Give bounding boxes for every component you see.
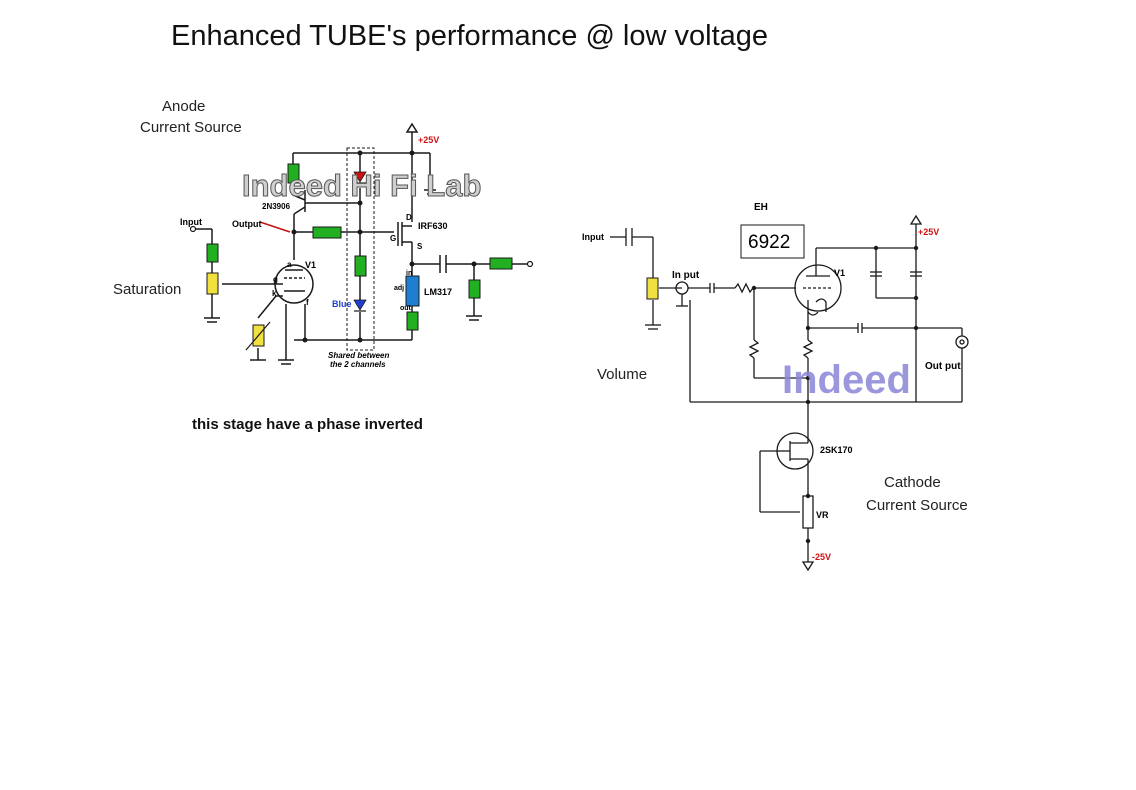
watermark-left: Indeed Hi Fi Lab [242, 168, 481, 203]
blue-led [353, 299, 367, 311]
output-label: Output [232, 219, 262, 229]
input-label: Input [180, 217, 202, 227]
resistor-output-shunt [468, 279, 481, 299]
jfet-label: 2SK170 [820, 445, 853, 455]
tube-type: 6922 [748, 232, 790, 253]
anode-label-line2: Current Source [140, 119, 242, 136]
mosfet-s: S [417, 242, 423, 251]
supply-pos-label: +25V [918, 227, 939, 237]
pin-g: g [273, 275, 278, 284]
reg-adj: adj [394, 285, 404, 292]
resistor-regulator [406, 311, 419, 331]
mosfet-d: D [406, 213, 412, 222]
phase-note: this stage have a phase inverted [192, 416, 423, 433]
red-led [353, 171, 367, 183]
resistor-input [206, 243, 219, 263]
resistor-anode-top [287, 163, 300, 184]
supply-neg-label: -25V [812, 552, 831, 562]
tube-label: V1 [834, 268, 845, 278]
mosfet-label: IRF630 [418, 221, 448, 231]
vr-label: VR [816, 510, 829, 520]
saturation-label: Saturation [113, 281, 182, 298]
in-put-label: In put [672, 270, 700, 281]
out-put-label: Out put [925, 361, 961, 372]
resistor-bias [354, 255, 367, 277]
anode-label-line1: Anode [162, 98, 206, 115]
resistor-output-series [312, 226, 342, 239]
watermark-right: Indeed [782, 358, 911, 402]
mosfet-g: G [390, 234, 396, 243]
regulator-label: LM317 [424, 287, 452, 297]
resistor-output [489, 257, 513, 270]
cathode-label-line1: Cathode [884, 474, 941, 491]
shared-label-line1: Shared between [328, 351, 389, 360]
pin-a: a [287, 260, 292, 269]
input-label: Input [582, 232, 604, 242]
shared-label-line2: the 2 channels [330, 360, 386, 369]
pot-saturation [206, 272, 219, 295]
page-title: Enhanced TUBE's performance @ low voltag… [171, 20, 769, 52]
pnp-label: 2N3906 [262, 202, 291, 211]
supply-label: +25V [418, 135, 439, 145]
volume-label: Volume [597, 366, 648, 383]
eh-label: EH [754, 202, 768, 213]
pin-f: f [306, 298, 309, 307]
regulator-lm317 [405, 275, 420, 307]
reg-in: in [406, 270, 412, 277]
reg-out: out [400, 305, 412, 312]
pin-k: k [272, 289, 277, 298]
tube-label: V1 [305, 260, 316, 270]
pot-volume [646, 277, 659, 300]
led-label: Blue [332, 299, 352, 309]
cathode-label-line2: Current Source [866, 497, 968, 514]
